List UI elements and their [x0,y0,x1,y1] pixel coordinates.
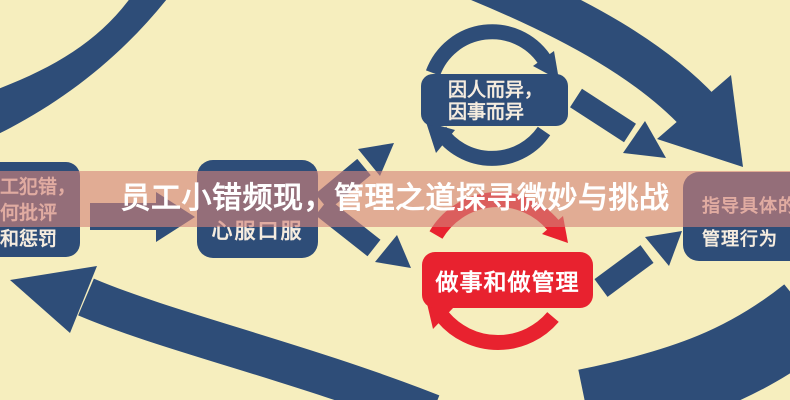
top-loop-lower-arc-icon [433,126,551,166]
node-differ-by-person: 因人而异， 因事而异 [421,74,568,126]
title-band [0,171,790,227]
node-doing-vs-managing-label: 做事和做管理 [435,269,580,295]
outer-cycle-arc-bottom-left-icon [78,278,440,400]
arrow-top-to-right-shaft-icon [570,88,636,143]
top-loop-upper-arrowhead-icon [533,51,559,80]
node-differ-line2: 因事而异 [448,102,525,123]
outer-cycle-arrowhead-down-right-icon [657,75,743,167]
node-employee-mistake-line3: 和惩罚 [0,229,58,250]
outer-cycle-arc-top-right-icon [470,0,716,128]
top-loop-upper-arc-icon [425,24,551,76]
outer-cycle-arc-top-left-icon [0,0,167,134]
arrow-fork-down-head-icon [375,235,411,268]
outer-cycle-arc-bottom-right-icon [578,284,790,400]
arrow-red-to-right-head-icon [645,231,682,266]
node-guide-line2: 管理行为 [702,229,778,249]
arrow-top-to-right-head-icon [623,121,666,158]
arrow-fork-up-head-icon [358,143,394,176]
page-title: 员工小错频现，管理之道探寻微妙与挑战 [120,182,670,215]
red-loop-lower-arc-icon [437,311,559,351]
node-doing-vs-managing: 做事和做管理 [422,252,593,308]
outer-cycle-arrowhead-up-left-icon [10,266,97,333]
node-differ-line1: 因人而异， [448,80,544,101]
top-loop-lower-arrowhead-icon [426,122,455,153]
arrow-red-to-right-shaft-icon [594,245,654,297]
